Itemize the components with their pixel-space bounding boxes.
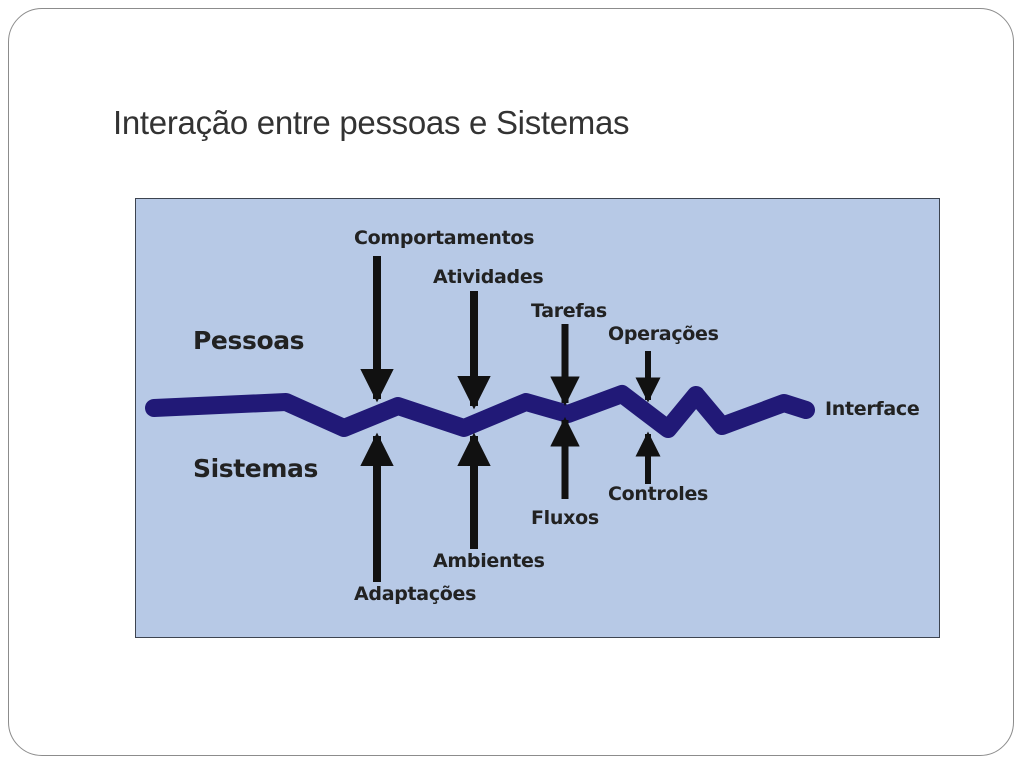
label-adaptacoes: Adaptações	[354, 583, 477, 605]
label-sistemas: Sistemas	[193, 454, 318, 483]
label-operacoes: Operações	[608, 323, 719, 345]
interface-line	[145, 385, 815, 438]
label-controles: Controles	[608, 483, 709, 505]
label-pessoas: Pessoas	[193, 326, 305, 355]
label-atividades: Atividades	[433, 266, 544, 288]
label-ambientes: Ambientes	[433, 550, 545, 572]
label-fluxos: Fluxos	[531, 507, 599, 529]
interaction-diagram: Pessoas Sistemas Comportamentos Atividad…	[135, 198, 940, 638]
label-interface: Interface	[825, 398, 920, 420]
slide-title: Interação entre pessoas e Sistemas	[113, 104, 630, 141]
diagram-graphics	[145, 256, 815, 582]
label-tarefas: Tarefas	[531, 300, 607, 322]
label-comportamentos: Comportamentos	[354, 227, 535, 249]
